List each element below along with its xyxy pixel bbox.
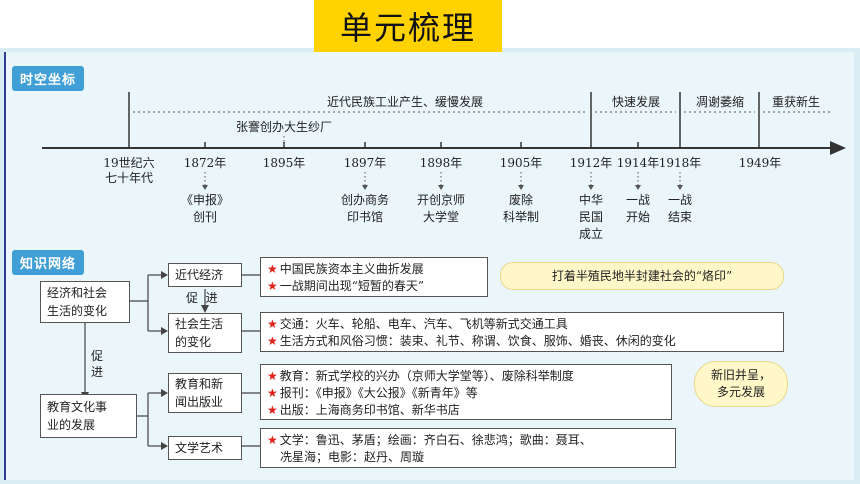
star-icon: ★ (267, 334, 278, 348)
period-label-slow-development: 近代民族工业产生、缓慢发展 (326, 95, 483, 109)
list-item: ★中国民族资本主义曲折发展 (267, 262, 424, 276)
event-date-1872: 1872年 (183, 156, 227, 170)
event-date-1918: 1918年 (658, 156, 702, 170)
event-date-1897: 1897年 (343, 156, 387, 170)
info-box-social-life: ★交通：火车、轮船、电车、汽车、飞机等新式交通工具 ★生活方式和风俗习惯：装束、… (260, 312, 784, 352)
callout-coexist: 新旧并呈， 多元发展 (694, 361, 788, 407)
event-note-1895: 张謇创办大生纱厂 (235, 120, 332, 134)
star-icon: ★ (267, 262, 278, 276)
event-date-1912: 1912年 (569, 156, 613, 170)
event-note-1898: 开创京师 大学堂 (416, 193, 465, 224)
timeline-arrow (830, 141, 846, 155)
list-item: ★出版：上海商务印书馆、新华书店 (267, 403, 460, 417)
info-box-education: ★教育：新式学校的兴办（京师大学堂等）、废除科举制度 ★报刊：《申报》《大公报》… (260, 364, 672, 420)
star-icon: ★ (267, 317, 278, 331)
star-icon: ★ (267, 279, 278, 293)
node-education-culture-development: 教育文化事 业的发展 (40, 394, 137, 438)
event-date-1914: 1914年 (616, 156, 660, 170)
page-title: 单元梳理 (314, 0, 502, 52)
event-note-1912: 中华 民国 成立 (578, 193, 603, 241)
event-date-1949: 1949年 (738, 156, 782, 170)
node-modern-economy: 近代经济 (168, 263, 242, 287)
event-date-1895: 1895年 (262, 156, 306, 170)
callout-imprint: 打着半殖民地半封建社会的“烙印” (500, 262, 784, 290)
event-note-1905: 废除 科举制 (502, 193, 539, 224)
event-date-1905: 1905年 (499, 156, 543, 170)
list-item: ★生活方式和风俗习惯：装束、礼节、称谓、饮食、服饰、婚丧、休闲的变化 (267, 334, 676, 348)
list-item: ★一战期间出现“短暂的春天” (267, 279, 425, 293)
list-item: 冼星海；电影：赵丹、周璇 (280, 450, 425, 464)
event-date-1898: 1898年 (419, 156, 463, 170)
period-label-decline: 凋谢萎缩 (695, 95, 744, 109)
event-note-1918: 一战 结束 (667, 193, 692, 224)
event-note-1872: 《申报》 创刊 (180, 193, 229, 224)
period-label-rebirth: 重获新生 (771, 95, 820, 109)
promote-label-vertical: 促 进 (91, 349, 104, 379)
knowledge-section-label: 知识网络 (12, 250, 85, 275)
node-economy-society-change: 经济和社会 生活的变化 (40, 281, 130, 323)
list-item: ★文学：鲁迅、茅盾；绘画：齐白石、徐悲鸿；歌曲：聂耳、 (267, 433, 592, 447)
timeline-section-label: 时空坐标 (12, 66, 85, 91)
info-box-literature: ★文学：鲁迅、茅盾；绘画：齐白石、徐悲鸿；歌曲：聂耳、 冼星海；电影：赵丹、周璇 (260, 428, 676, 468)
node-education-news-publishing: 教育和新 闻出版业 (168, 373, 242, 413)
promote-label-horizontal: 促 进 (186, 291, 218, 305)
star-icon: ★ (267, 386, 278, 400)
star-icon: ★ (267, 403, 278, 417)
period-label-rapid-development: 快速发展 (611, 95, 660, 109)
event-date-1860s: 19世纪六 七十年代 (103, 156, 155, 185)
star-icon: ★ (267, 433, 278, 447)
list-item: ★教育：新式学校的兴办（京师大学堂等）、废除科举制度 (267, 369, 574, 383)
star-icon: ★ (267, 369, 278, 383)
event-note-1897: 创办商务 印书馆 (340, 193, 389, 224)
info-box-economy: ★中国民族资本主义曲折发展 ★一战期间出现“短暂的春天” (260, 257, 488, 297)
node-literature-art: 文学艺术 (168, 436, 242, 460)
list-item: ★交通：火车、轮船、电车、汽车、飞机等新式交通工具 (267, 317, 568, 331)
list-item: ★报刊：《申报》《大公报》《新青年》等 (267, 386, 478, 400)
node-social-life-change: 社会生活 的变化 (168, 313, 242, 353)
event-note-1914: 一战 开始 (625, 193, 650, 224)
